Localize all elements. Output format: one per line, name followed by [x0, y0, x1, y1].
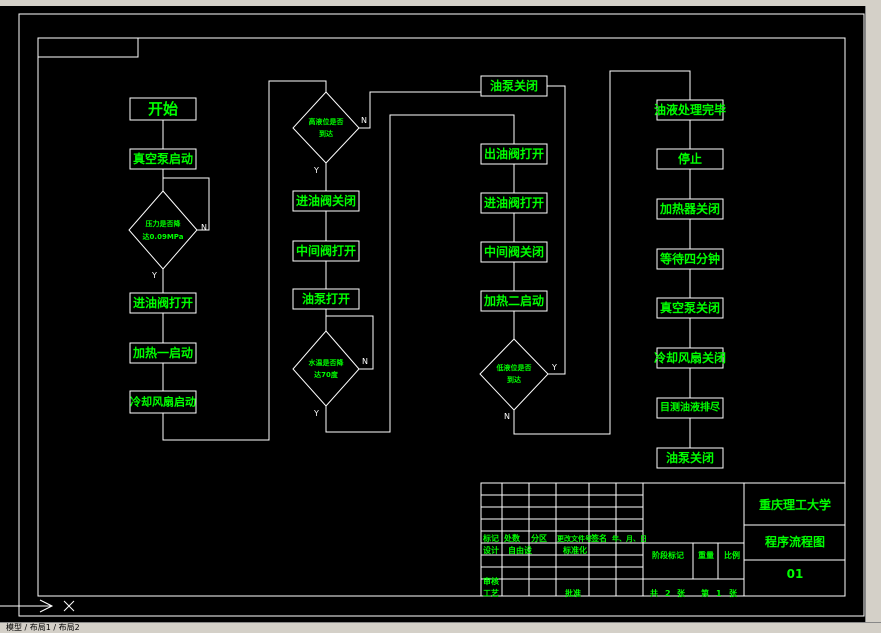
- start-box: 开始: [129, 97, 197, 121]
- svg-text:Y: Y: [313, 166, 319, 175]
- svg-text:共: 共: [650, 588, 658, 598]
- svg-text:真空泵启动: 真空泵启动: [133, 151, 193, 166]
- frame-tab: [37, 37, 139, 58]
- svg-text:水温是否降: 水温是否降: [309, 358, 345, 367]
- high-level-decision: 高液位是否 到达: [292, 91, 360, 164]
- svg-text:设计: 设计: [483, 545, 499, 555]
- svg-text:加热一启动: 加热一启动: [132, 345, 193, 360]
- drawing-canvas[interactable]: 开始 真空泵启动 压力是否降 达0.09MPa N Y 进油阀打开 加热一启动 …: [0, 6, 865, 622]
- svg-text:加热器关闭: 加热器关闭: [659, 201, 720, 216]
- svg-text:油泵打开: 油泵打开: [302, 291, 350, 306]
- svg-text:标记: 标记: [482, 533, 499, 543]
- oil-pump-open-box: 油泵打开: [292, 288, 360, 310]
- svg-text:N: N: [361, 116, 367, 125]
- vacuum-pump-off-box: 真空泵关闭: [656, 297, 724, 319]
- visual-check-box: 目测油液排尽: [656, 397, 724, 419]
- svg-text:出油阀打开: 出油阀打开: [484, 146, 544, 161]
- svg-text:工艺: 工艺: [483, 588, 499, 598]
- svg-text:高液位是否: 高液位是否: [309, 117, 344, 126]
- stop-box: 停止: [656, 148, 724, 170]
- svg-text:加热二启动: 加热二启动: [483, 293, 544, 308]
- svg-text:油泵关闭: 油泵关闭: [666, 450, 714, 465]
- svg-text:年、月、日: 年、月、日: [612, 534, 647, 543]
- svg-text:比例: 比例: [724, 550, 740, 560]
- svg-text:冷却风扇启动: 冷却风扇启动: [130, 395, 196, 409]
- svg-text:标准化: 标准化: [562, 545, 587, 555]
- inlet-valve-open2-box: 进油阀打开: [480, 192, 548, 214]
- drawing-name: 程序流程图: [765, 534, 825, 549]
- svg-text:处数: 处数: [503, 533, 521, 543]
- layout-tabs[interactable]: 模型 / 布局1 / 布局2: [6, 623, 80, 632]
- svg-text:等待四分钟: 等待四分钟: [659, 251, 720, 266]
- heater2-start-box: 加热二启动: [480, 290, 548, 312]
- water-temp-decision: 水温是否降 达70度: [292, 330, 360, 407]
- school-name: 重庆理工大学: [759, 497, 831, 512]
- svg-text:阶段标记: 阶段标记: [652, 550, 684, 560]
- svg-text:签名: 签名: [590, 533, 607, 543]
- svg-text:更改文件号: 更改文件号: [557, 534, 592, 543]
- svg-text:达70度: 达70度: [314, 370, 339, 379]
- oil-done-box: 油液处理完毕: [654, 99, 726, 121]
- svg-text:1: 1: [716, 589, 722, 598]
- inner-frame: [37, 37, 846, 597]
- svg-text:到达: 到达: [319, 129, 333, 138]
- middle-valve-close-box: 中间阀关闭: [480, 241, 548, 263]
- svg-text:N: N: [504, 412, 510, 421]
- oil-pump-close-top-box: 油泵关闭: [480, 75, 548, 97]
- title-block: 重庆理工大学 程序流程图 01 标记 处数 分区 更改文件号 签名 年、月、日 …: [480, 482, 846, 598]
- svg-text:真空泵关闭: 真空泵关闭: [660, 300, 720, 315]
- svg-text:冷却风扇关闭: 冷却风扇关闭: [654, 350, 726, 365]
- svg-text:Y: Y: [151, 271, 157, 280]
- svg-text:进油阀关闭: 进油阀关闭: [296, 193, 356, 208]
- svg-text:进油阀打开: 进油阀打开: [133, 295, 193, 310]
- svg-text:低液位是否: 低液位是否: [496, 363, 532, 372]
- svg-text:审核: 审核: [483, 576, 499, 586]
- svg-text:重量: 重量: [698, 550, 714, 560]
- vacuum-pump-start-box: 真空泵启动: [129, 148, 197, 170]
- svg-text:开始: 开始: [148, 100, 178, 118]
- svg-text:2: 2: [665, 589, 671, 598]
- svg-text:到达: 到达: [507, 375, 521, 384]
- horizontal-scrollbar[interactable]: [0, 622, 881, 633]
- cooling-fan-off-box: 冷却风扇关闭: [654, 347, 726, 369]
- toolbar-strip: [0, 0, 881, 6]
- cooling-fan-start-box: 冷却风扇启动: [129, 390, 197, 414]
- svg-text:分区: 分区: [531, 533, 547, 543]
- vertical-scrollbar[interactable]: [865, 6, 881, 622]
- inlet-valve-open-box: 进油阀打开: [129, 292, 197, 314]
- svg-text:Y: Y: [551, 363, 557, 372]
- middle-valve-open-box: 中间阀打开: [292, 240, 360, 262]
- svg-text:张: 张: [677, 589, 686, 598]
- svg-text:批准: 批准: [565, 588, 581, 598]
- svg-text:停止: 停止: [678, 151, 702, 166]
- outlet-valve-open-box: 出油阀打开: [480, 143, 548, 165]
- oil-pump-off-box: 油泵关闭: [656, 447, 724, 469]
- svg-text:目测油液排尽: 目测油液排尽: [660, 401, 721, 414]
- pressure-decision: 压力是否降 达0.09MPa: [128, 190, 198, 270]
- svg-text:第: 第: [701, 588, 709, 598]
- ucs-icon: [0, 599, 75, 613]
- svg-text:自由设: 自由设: [508, 545, 532, 555]
- heater-off-box: 加热器关闭: [656, 198, 724, 220]
- svg-text:中间阀打开: 中间阀打开: [296, 243, 356, 258]
- svg-text:油泵关闭: 油泵关闭: [490, 78, 538, 93]
- svg-text:张: 张: [729, 589, 738, 598]
- svg-text:N: N: [362, 357, 368, 366]
- svg-text:达0.09MPa: 达0.09MPa: [143, 232, 184, 241]
- svg-text:压力是否降: 压力是否降: [146, 219, 182, 228]
- drawing-number: 01: [787, 567, 804, 581]
- svg-text:Y: Y: [313, 409, 319, 418]
- outer-frame: [18, 13, 865, 617]
- svg-text:进油阀打开: 进油阀打开: [484, 195, 544, 210]
- svg-text:中间阀关闭: 中间阀关闭: [484, 244, 544, 259]
- heater1-start-box: 加热一启动: [129, 342, 197, 364]
- svg-text:油液处理完毕: 油液处理完毕: [654, 102, 726, 117]
- svg-text:N: N: [201, 223, 207, 232]
- inlet-valve-close-box: 进油阀关闭: [292, 190, 360, 212]
- wait-four-minutes-box: 等待四分钟: [656, 248, 724, 270]
- low-level-decision: 低液位是否 到达: [479, 338, 549, 411]
